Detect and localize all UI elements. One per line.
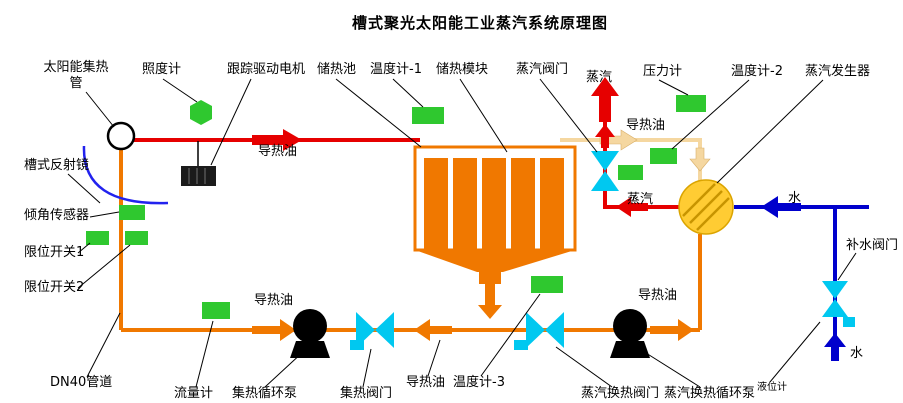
label-collector-tube: 太阳能集热管 [43,60,109,92]
limit-switch-2-icon [125,231,148,245]
steam-flow-arrow-left [616,197,648,217]
leader-lines [67,78,857,388]
label-trough-reflector: 槽式反射镜 [24,158,90,173]
label-oil-top-right: 导热油 [626,118,666,133]
label-storage-module: 储热模块 [436,62,489,77]
label-steam-valve: 蒸汽阀门 [516,62,569,77]
label-thermometer-2: 温度计-2 [731,64,783,79]
thermometer-3-icon [531,276,563,293]
label-oil-top-left: 导热油 [258,144,298,159]
label-collector-valve: 集热阀门 [340,386,393,401]
makeup-valve-icon [822,281,855,327]
label-oil-bottom-mid: 导热油 [406,375,446,390]
oil-flow-arrow-bottom-right [650,319,694,341]
steam-valve-icon [591,151,619,191]
diagram-title: 槽式聚光太阳能工业蒸汽系统原理图 [352,14,609,32]
trough-reflector-icon [82,145,169,205]
label-steam-mid: 蒸汽 [627,192,654,207]
label-thermometer-1: 温度计-1 [370,62,422,77]
steam-pipe-red [591,77,679,217]
tank-funnel [415,250,575,272]
label-water-right: 水 [788,191,802,206]
label-steam-top: 蒸汽 [586,70,613,85]
heat-exchange-valve-icon [514,312,564,350]
label-tilt-sensor: 倾角传感器 [24,208,90,223]
oil-flow-arrow-bottom-left [252,319,296,341]
label-level-gauge: 液位计 [757,382,787,393]
level-gauge-icon [843,317,855,327]
storage-tank [413,145,577,319]
oil-flow-arrow-right [252,129,302,151]
tank-outlet-stem [479,272,501,284]
tracking-motor-icon [181,141,216,186]
label-makeup-valve: 补水阀门 [846,238,899,253]
collector-valve-icon [350,312,394,350]
water-flow-arrow-left [761,196,801,218]
water-flow-arrow-up [824,333,846,361]
label-limit-switch-2: 限位开关2 [24,280,85,295]
thermometer-2-icon [650,148,677,164]
thermometer-1-icon [412,107,444,124]
steam-flow-arrow-up-small [595,124,615,148]
oil-flow-arrow-left [414,319,452,341]
label-oil-bottom-left: 导热油 [254,293,294,308]
steam-outlet-arrow-up [591,77,619,122]
pressure-gauge-icon [676,95,706,112]
label-dn40-pipe: DN40管道 [50,375,113,390]
flow-meter-icon [202,302,230,319]
label-limit-switch-1: 限位开关1 [24,245,85,260]
heat-exchange-pump-icon [610,309,650,358]
storage-module-bars [424,158,564,250]
oil-loop-pipe-orange [119,149,702,341]
label-water-bottom: 水 [850,346,864,361]
label-pressure-gauge: 压力计 [643,64,683,79]
tan-flow-arrow-down [689,147,711,172]
collector-pump-icon [290,309,330,358]
label-oil-bottom-right: 导热油 [638,288,678,303]
label-heat-exchange-valve: 蒸汽换热阀门 [581,386,660,401]
tilt-sensor-icon [119,205,145,220]
limit-switch-1-icon [86,231,109,245]
label-thermometer-3: 温度计-3 [453,375,505,390]
valve-sensor-icon [618,165,643,180]
water-pipe-blue [734,196,869,361]
label-illuminance-meter: 照度计 [142,62,182,77]
label-tracking-motor: 跟踪驱动电机 [227,62,306,77]
illuminance-meter-icon [190,100,212,125]
steam-generator-icon [678,179,734,235]
label-flow-meter: 流量计 [174,386,214,401]
label-collector-pump: 集热循环泵 [232,386,298,401]
collector-tube-icon [106,121,136,151]
label-steam-generator: 蒸汽发生器 [805,64,871,79]
label-storage-tank: 储热池 [317,62,357,77]
tank-outlet-arrow-down [478,284,502,319]
label-heat-exchange-pump: 蒸汽换热循环泵 [664,386,756,401]
